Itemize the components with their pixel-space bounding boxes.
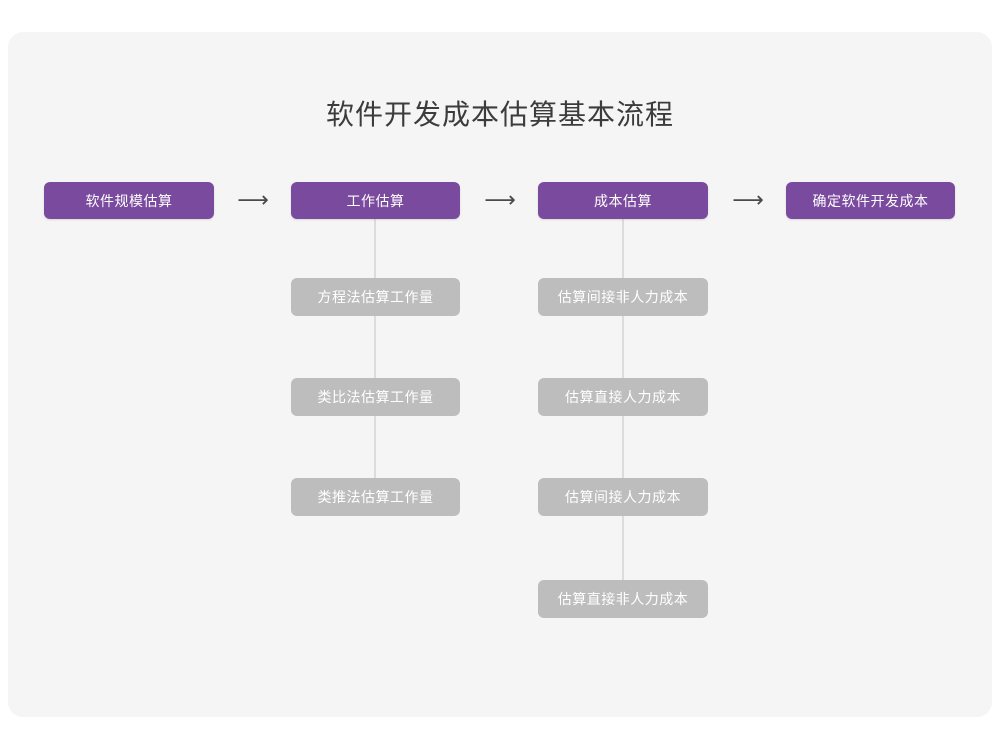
- diagram-card: [8, 32, 992, 717]
- flow-substep-3-4[interactable]: 估算直接非人力成本: [538, 580, 708, 618]
- flow-substep-2-1[interactable]: 方程法估算工作量: [291, 278, 460, 316]
- connector-line: [622, 316, 624, 381]
- page-title: 软件开发成本估算基本流程: [325, 99, 674, 130]
- flow-step-3[interactable]: 成本估算: [538, 182, 708, 219]
- arrow-right-icon: ⟶: [237, 187, 269, 213]
- connector-line: [622, 516, 624, 583]
- flow-step-2[interactable]: 工作估算: [291, 182, 460, 219]
- connector-line: [374, 416, 376, 481]
- flow-substep-2-3[interactable]: 类推法估算工作量: [291, 478, 460, 516]
- connector-line: [374, 219, 376, 281]
- flow-step-4[interactable]: 确定软件开发成本: [786, 182, 955, 219]
- flow-substep-3-2[interactable]: 估算直接人力成本: [538, 378, 708, 416]
- connector-line: [374, 316, 376, 381]
- flow-substep-3-1[interactable]: 估算间接非人力成本: [538, 278, 708, 316]
- arrow-right-icon: ⟶: [732, 187, 764, 213]
- arrow-right-icon: ⟶: [484, 187, 516, 213]
- connector-line: [622, 219, 624, 281]
- flow-substep-3-3[interactable]: 估算间接人力成本: [538, 478, 708, 516]
- flow-step-1[interactable]: 软件规模估算: [44, 182, 214, 219]
- connector-line: [622, 416, 624, 481]
- flow-substep-2-2[interactable]: 类比法估算工作量: [291, 378, 460, 416]
